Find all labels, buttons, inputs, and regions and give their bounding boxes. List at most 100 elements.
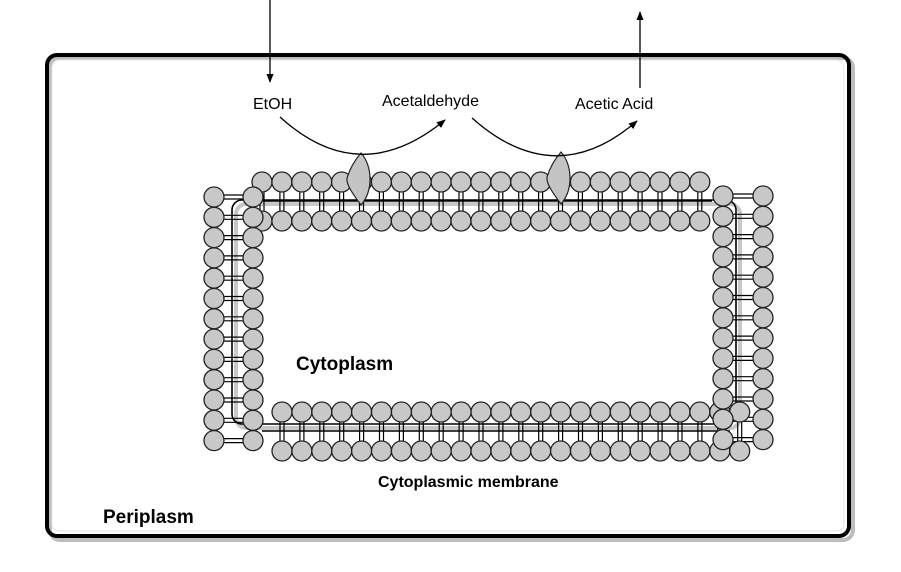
lipid-head: [752, 408, 774, 430]
lipid-head: [242, 429, 264, 452]
lipid-head: [242, 348, 264, 371]
lipid-head: [530, 401, 552, 423]
lipid-head: [470, 401, 492, 423]
lipid-head: [712, 205, 734, 227]
lipid-head: [390, 210, 412, 232]
enzyme-1-protein: [346, 152, 371, 206]
lipid-head: [291, 171, 313, 193]
lipid-head: [242, 389, 264, 411]
lipid-head: [752, 225, 774, 248]
lipid-head: [331, 401, 353, 423]
lipid-head: [242, 247, 264, 269]
lipid-head: [470, 171, 492, 193]
lipid-head: [370, 210, 393, 232]
lipid-head: [430, 401, 452, 423]
acetaldehyde-to-acetic-acid-arrow: [471, 117, 638, 157]
lipid-head: [712, 246, 734, 268]
lipid-head: [689, 210, 711, 232]
lipid-head: [370, 401, 393, 423]
lipid-head: [752, 246, 774, 268]
lipid-head: [311, 440, 333, 462]
lipid-head: [649, 401, 671, 423]
lipid-head: [712, 388, 734, 410]
periplasm-frame-inner-highlight: [51, 59, 845, 532]
lipid-head: [242, 409, 264, 431]
lipid-head: [669, 401, 691, 423]
lipid-head: [752, 388, 774, 410]
lipid-head: [203, 348, 225, 371]
lipid-head: [510, 401, 532, 423]
lipid-head: [609, 401, 631, 423]
lipid-head: [712, 408, 734, 430]
lipid-head: [712, 266, 734, 288]
lipid-head: [271, 440, 293, 462]
lipid-head: [291, 440, 313, 462]
lipid-head: [490, 210, 512, 232]
lipid-head: [470, 440, 492, 462]
lipid-head: [350, 401, 373, 423]
lipid-head: [752, 205, 774, 227]
lipid-head: [669, 171, 691, 193]
lipid-head: [331, 440, 353, 462]
lipid-head: [242, 308, 264, 330]
lipid-head: [589, 210, 611, 232]
lipid-head: [649, 440, 671, 462]
lipid-head: [629, 440, 651, 462]
lipid-head: [203, 287, 225, 310]
lipid-head: [370, 440, 393, 462]
lipid-head: [271, 401, 293, 423]
lipid-head: [510, 171, 532, 193]
lipid-head: [350, 440, 373, 462]
cytoplasmic-membrane: [203, 171, 774, 462]
lipid-head: [410, 401, 432, 423]
cell-boundary-shadow: [234, 202, 742, 430]
lipid-head: [589, 401, 612, 423]
lipid-head: [450, 210, 472, 232]
lipid-head: [330, 210, 353, 232]
lipid-head: [203, 328, 225, 350]
lipid-head: [609, 171, 631, 193]
lipid-head: [271, 171, 293, 193]
lipid-head: [203, 369, 225, 391]
lipid-head: [242, 267, 264, 289]
lipid-head: [242, 206, 264, 228]
label-cytoplasmic-membrane: Cytoplasmic membrane: [378, 474, 559, 491]
lipid-head: [430, 210, 452, 232]
lipid-head: [311, 171, 333, 193]
lipid-head: [689, 171, 711, 193]
lipid-head: [752, 307, 774, 329]
lipid-head: [589, 440, 612, 462]
lipid-head: [242, 369, 264, 391]
lipid-head: [350, 210, 373, 232]
lipid-head: [549, 210, 572, 232]
lipid-head: [752, 327, 774, 349]
lipid-head: [529, 210, 552, 232]
lipid-head: [510, 440, 532, 462]
lipid-head: [712, 428, 734, 451]
lipid-head: [490, 171, 512, 193]
lipid-head: [609, 440, 631, 462]
lipid-head: [410, 171, 432, 193]
lipid-head: [390, 401, 413, 423]
lipid-head: [203, 429, 225, 452]
lipid-head: [549, 440, 572, 462]
lipid-head: [450, 440, 472, 462]
lipid-heads: [203, 171, 774, 462]
lipid-head: [203, 247, 225, 269]
lipid-head: [649, 210, 671, 232]
label-periplasm: Periplasm: [103, 507, 194, 528]
lipid-head: [490, 440, 512, 462]
lipid-head: [752, 368, 774, 390]
lipid-head: [203, 389, 225, 411]
lipid-head: [203, 186, 225, 208]
label-ethanol: EtOH: [253, 96, 292, 113]
lipid-head: [752, 347, 774, 370]
lipid-head: [390, 171, 412, 193]
periplasm-frame: [45, 53, 851, 538]
lipid-head: [430, 440, 452, 462]
lipid-head: [530, 440, 552, 462]
lipid-head: [712, 327, 734, 349]
lipid-head: [203, 206, 225, 228]
lipid-head: [712, 225, 734, 248]
